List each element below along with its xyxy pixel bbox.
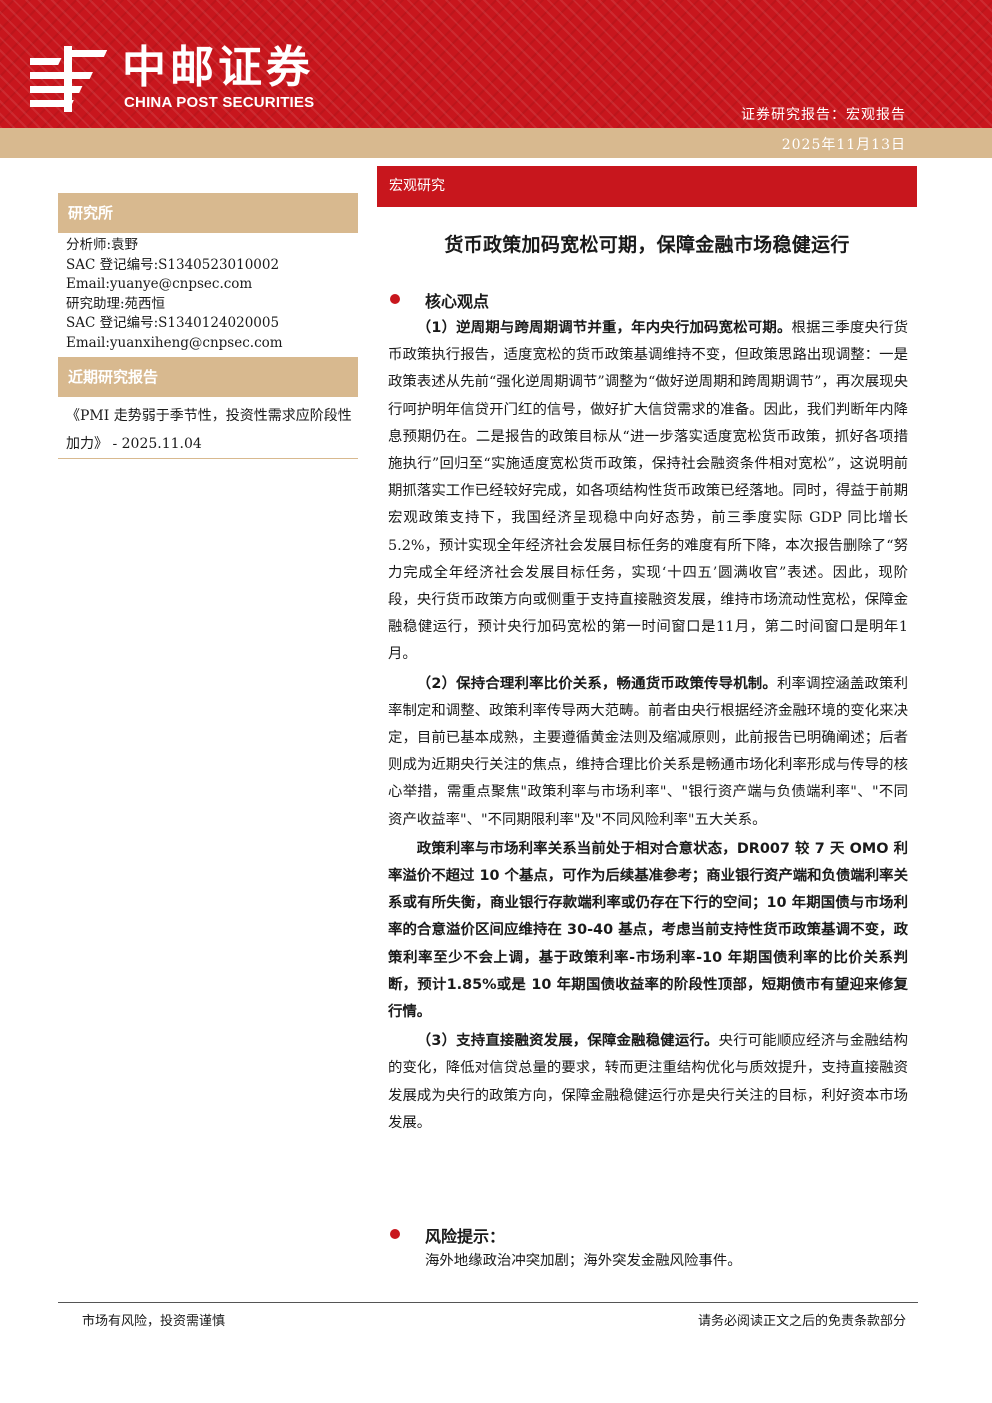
china-post-logo-icon (30, 46, 108, 112)
header-gold-band (0, 128, 992, 158)
section-label: 宏观研究 (377, 166, 917, 207)
paragraph-text: 利率调控涵盖政策利率制定和调整、政策利率传导两大范畴。前者由央行根据经济金融环境… (388, 675, 908, 828)
research-institute-title: 研究所 (58, 193, 358, 233)
paragraph-lead: （2）保持合理利率比价关系，畅通货币政策传导机制。 (416, 675, 777, 692)
analyst-email[interactable]: Email:yuanxiheng@cnpsec.com (66, 334, 283, 351)
analyst-info: 分析师:袁野 SAC 登记编号:S1340523010002 Email:yua… (66, 236, 283, 354)
footer-disclaimer-right[interactable]: 请务必阅读正文之后的免责条款部分 (697, 1314, 906, 1329)
sidebar-divider (58, 458, 358, 459)
brand-name-en: CHINA POST SECURITIES (124, 94, 315, 111)
footer-divider (58, 1302, 918, 1303)
paragraph: 政策利率与市场利率关系当前处于相对合意状态，DR007 较 7 天 OMO 利率… (388, 836, 908, 1026)
paragraph-text: 央行可能顺应经济与金融结构的变化，降低对信贷总量的要求，转而更注重结构优化与质效… (388, 1033, 908, 1131)
core-view-body: （1）逆周期与跨周期调节并重，年内央行加码宽松可期。根据三季度央行货币政策执行报… (388, 315, 908, 1139)
paragraph-lead: 政策利率与市场利率关系当前处于相对合意状态，DR007 较 7 天 OMO 利率… (388, 840, 908, 1021)
recent-reports-title: 近期研究报告 (58, 357, 358, 397)
risk-text: 海外地缘政治冲突加剧；海外突发金融风险事件。 (425, 1253, 742, 1269)
analyst-line: 研究助理:苑西恒 (66, 295, 166, 312)
analyst-line: SAC 登记编号:S1340523010002 (66, 256, 280, 273)
page-title: 货币政策加码宽松可期，保障金融市场稳健运行 (444, 234, 850, 256)
footer-disclaimer-left: 市场有风险，投资需谨慎 (82, 1314, 226, 1329)
analyst-line: 分析师:袁野 (66, 237, 139, 253)
risk-heading: 风险提示： (425, 1227, 506, 1246)
header-banner: 中邮证券 CHINA POST SECURITIES (0, 0, 992, 128)
analyst-line: SAC 登记编号:S1340124020005 (66, 315, 280, 332)
paragraph-text: 根据三季度央行货币政策执行报告，适度宽松的货币政策基调维持不变，但政策思路出现调… (388, 320, 908, 663)
recent-report-link[interactable]: 《PMI 走势弱于季节性，投资性需求应阶段性加力》 - 2025.11.04 (66, 408, 352, 452)
paragraph: （2）保持合理利率比价关系，畅通货币政策传导机制。利率调控涵盖政策利率制定和调整… (388, 671, 908, 834)
paragraph-lead: （1）逆周期与跨周期调节并重，年内央行加码宽松可期。 (416, 320, 792, 336)
paragraph-lead: （3）支持直接融资发展，保障金融稳健运行。 (416, 1033, 719, 1050)
core-view-heading: 核心观点 (425, 292, 490, 311)
report-type: 证券研究报告：宏观报告 (741, 107, 906, 123)
paragraph: （3）支持直接融资发展，保障金融稳健运行。央行可能顺应经济与金融结构的变化，降低… (388, 1028, 908, 1137)
analyst-email[interactable]: Email:yuanye@cnpsec.com (66, 276, 253, 293)
red-dot-bullet-icon (390, 294, 400, 304)
report-date: 2025年11月13日 (781, 137, 906, 153)
red-dot-bullet-icon (390, 1229, 400, 1239)
brand-name-cn: 中邮证券 (122, 42, 314, 93)
paragraph: （1）逆周期与跨周期调节并重，年内央行加码宽松可期。根据三季度央行货币政策执行报… (388, 315, 908, 669)
